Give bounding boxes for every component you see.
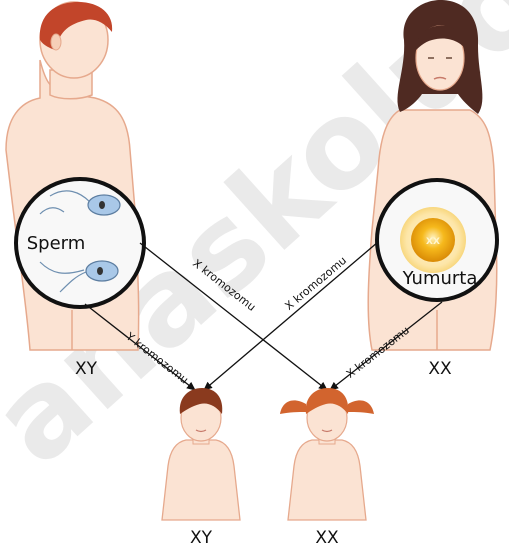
daughter-body (288, 440, 366, 520)
father-genotype: XY (75, 359, 98, 379)
daughter-pigtail-right (348, 400, 374, 414)
daughter-figure (280, 388, 374, 520)
daughter-genotype: XX (315, 528, 339, 548)
mother-genotype: XX (428, 359, 452, 379)
sperm-label: Sperm (27, 233, 86, 254)
father-ear (51, 34, 61, 50)
daughter-pigtail-left (280, 400, 306, 414)
sperm-inset: Sperm (16, 179, 144, 307)
egg-inset: XX Yumurta (377, 180, 497, 300)
egg-chromosome-label: XX (426, 237, 440, 247)
son-genotype: XY (190, 528, 213, 548)
egg-label: Yumurta (402, 268, 478, 289)
son-body (162, 440, 240, 520)
son-figure (162, 388, 240, 520)
